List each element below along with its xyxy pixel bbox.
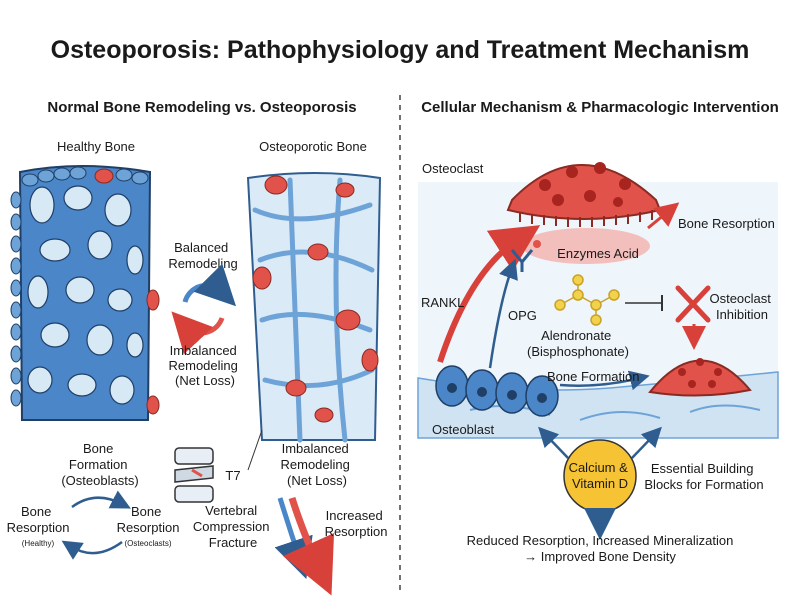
osteoclast-label: Osteoclast (422, 161, 484, 176)
enzymes-acid-label: Enzymes Acid (557, 246, 639, 261)
osteoporotic-bone-illustration (246, 172, 382, 443)
vertebra-level-label: T7 (225, 468, 240, 483)
alendronate-label: Alendronate (Bisphosphonate) (527, 328, 629, 359)
osteoblast-label: Osteoblast (432, 422, 495, 437)
bone-formation-label: Bone Formation (547, 369, 640, 384)
bone-resorption-label: Bone Resorption (678, 216, 775, 231)
resorption-healthy-note: (Healthy) (22, 539, 55, 548)
inhibition-x-icon (675, 285, 711, 323)
rankl-label: RANKL (421, 295, 464, 310)
opg-arrow (488, 258, 518, 369)
calcium-vitamin-d-label: Calcium & Vitamin D (569, 460, 632, 491)
left-subtitle: Normal Bone Remodeling vs. Osteoporosis (47, 99, 356, 116)
bone-resorption-arrow (647, 202, 680, 230)
essential-building-blocks-label: Essential Building Blocks for Formation (644, 461, 763, 492)
imbalanced-remodeling-low-label: Imbalanced Remodeling (Net Loss) (281, 441, 354, 488)
calcium-to-bone-arrow (631, 426, 662, 459)
net-loss-arrows (274, 496, 335, 596)
osteoporotic-bone-label: Osteoporotic Bone (259, 139, 367, 154)
rankl-ligand-icon (533, 240, 541, 248)
alendronate-molecule-icon (554, 274, 620, 326)
healthy-bone-label: Healthy Bone (57, 139, 135, 154)
opg-receptor-icon (510, 249, 534, 272)
resorption-osteoclasts-note: (Osteoclasts) (124, 539, 171, 548)
calcium-to-osteoblast-arrow (538, 426, 569, 459)
outcome-line-2: → Improved Bone Density (524, 549, 676, 564)
bone-formation-arrow (559, 370, 650, 391)
increased-resorption-label: Increased Resorption (325, 508, 388, 539)
balanced-remodeling-label: Balanced Remodeling (168, 240, 237, 271)
osteoblast-cells (435, 365, 559, 417)
main-title: Osteoporosis: Pathophysiology and Treatm… (51, 36, 750, 64)
bone-resorption-healthy-label: Bone Resorption (7, 504, 70, 535)
vertebra-illustration (174, 447, 214, 503)
formation-resorption-cycle-arrows (61, 490, 131, 560)
osteoclast-inhibition-label: Osteoclast Inhibition (709, 291, 774, 322)
vertebral-fracture-label: Vertebral Compression Fracture (193, 503, 273, 550)
bone-resorption-osteoclasts-label: Bone Resorption (117, 504, 180, 535)
imbalanced-remodeling-mid-label: Imbalanced Remodeling (Net Loss) (169, 343, 242, 388)
resorption-pit (522, 228, 650, 264)
fracture-pointer (247, 429, 263, 471)
inhibited-osteoclast-cell (648, 358, 752, 397)
rankl-arrow (437, 225, 541, 363)
right-subtitle: Cellular Mechanism & Pharmacologic Inter… (421, 99, 779, 116)
opg-label: OPG (508, 308, 537, 323)
bone-formation-osteoblasts-label: Bone Formation (Osteoblasts) (61, 441, 138, 488)
remodeling-cycle-arrows (171, 263, 237, 355)
healthy-bone-illustration (10, 165, 160, 421)
outcome-line-1: Reduced Resorption, Increased Mineraliza… (467, 533, 734, 548)
